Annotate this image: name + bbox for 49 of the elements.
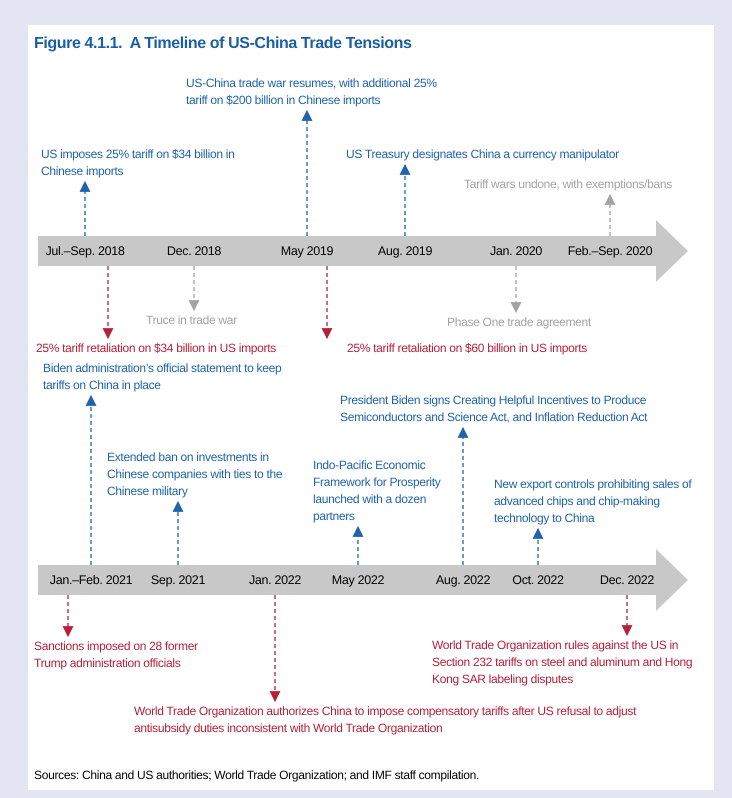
- event-text: 25% tariff retaliation on $60 billion in US imports: [347, 340, 642, 357]
- event-text: 25% tariff retaliation on $34 billion in US imports: [36, 340, 331, 357]
- event-text: New export controls prohibiting sales of advanced chips and chip-making technology to China: [494, 476, 694, 527]
- event-text: Extended ban on investments in Chinese companies with ties to the Chinese military: [107, 449, 305, 500]
- figure-title: Figure 4.1.1. A Timeline of US-China Trade Tensions: [34, 34, 412, 54]
- event-text: US Treasury designates China a currency manipulator: [346, 146, 666, 163]
- date-label: Dec. 2018: [154, 236, 234, 266]
- event-text: President Biden signs Creating Helpful Incentives to Produce Semiconductors and Science Act, and Inflation Reduction Act: [340, 392, 700, 426]
- date-label: Dec. 2022: [587, 565, 667, 595]
- event-text: US imposes 25% tariff on $34 billion in Chinese imports: [41, 146, 251, 180]
- event-text: Phase One trade agreement: [447, 314, 632, 331]
- event-text: Biden administration’s official statement to keep tariffs on China in place: [43, 360, 298, 394]
- dashed-arrow: [622, 595, 632, 636]
- event-text: Tariff wars undone, with exemptions/bans: [464, 176, 702, 193]
- dashed-arrow: [102, 266, 114, 340]
- event-text: Sanctions imposed on 28 former Trump administration officials: [34, 638, 219, 672]
- event-text: US-China trade war resumes, with additional 25% tariff on $200 billion in Chinese imports: [186, 75, 461, 109]
- date-label: Aug. 2022: [423, 565, 503, 595]
- date-label: Jan. 2022: [235, 565, 315, 595]
- date-label: Aug. 2019: [365, 236, 445, 266]
- dashed-arrow: [62, 595, 74, 638]
- dashed-arrow: [302, 110, 312, 236]
- timeline-arrow: [38, 220, 688, 282]
- dashed-arrow: [188, 266, 200, 312]
- date-label: Jul.–Sep. 2018: [40, 236, 130, 266]
- dashed-arrow: [172, 500, 184, 565]
- dashed-arrow: [400, 164, 410, 236]
- event-text: World Trade Organization rules against the US in Section 232 tariffs on steel and aluminum and Hong Kong SAR labeling disputes: [432, 637, 707, 688]
- timeline-arrow: [38, 549, 688, 611]
- event-text: Truce in trade war: [146, 312, 296, 329]
- dashed-arrow: [86, 394, 96, 565]
- dashed-arrow: [458, 426, 468, 565]
- date-label: Oct. 2022: [500, 565, 576, 595]
- dashed-arrow: [532, 528, 544, 565]
- dashed-arrow: [322, 266, 332, 340]
- dashed-arrow: [604, 194, 616, 236]
- date-label: May 2022: [318, 565, 398, 595]
- event-text: Indo-Pacific Economic Framework for Prosperity launched with a dozen partners: [313, 457, 459, 525]
- date-label: Jan.–Feb. 2021: [44, 565, 138, 595]
- date-label: Feb.–Sep. 2020: [562, 236, 658, 266]
- date-label: May 2019: [251, 236, 363, 266]
- dashed-arrow: [352, 526, 364, 565]
- event-text: World Trade Organization authorizes China to impose compensatory tariffs after US refusal to adjust antisubsidy duties inconsistent with World Trade Organization: [134, 703, 639, 737]
- date-label: Sep. 2021: [138, 565, 218, 595]
- dashed-arrow: [510, 266, 522, 314]
- dashed-arrow: [270, 595, 280, 702]
- source-note: Sources: China and US authorities; World Trade Organization; and IMF staff compilation.: [34, 767, 480, 784]
- date-label: Jan. 2020: [476, 236, 556, 266]
- dashed-arrow: [80, 180, 90, 236]
